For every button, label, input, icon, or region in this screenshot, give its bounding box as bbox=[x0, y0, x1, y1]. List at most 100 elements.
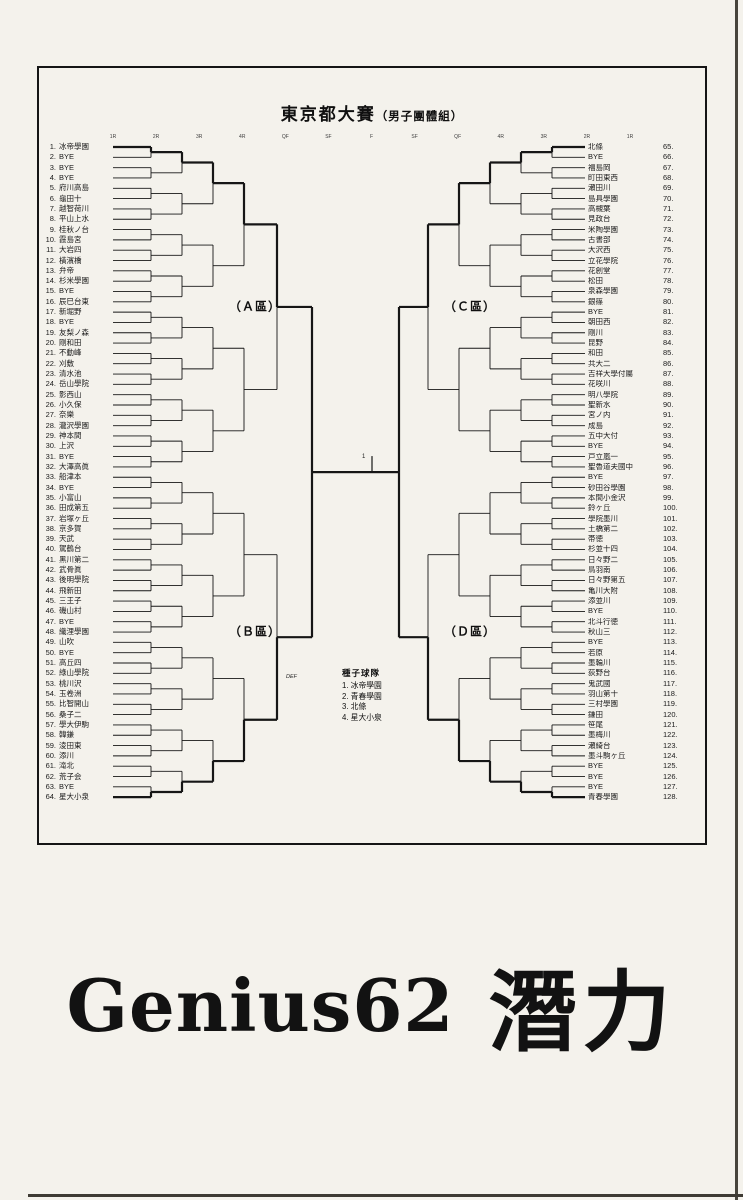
entry-number: 36. bbox=[45, 503, 56, 513]
entry-number: 14. bbox=[45, 276, 56, 286]
entry-number: 13. bbox=[45, 265, 56, 275]
bracket-entry: 41.黑川第二 bbox=[40, 555, 89, 564]
entry-name: 田成第五 bbox=[59, 503, 89, 513]
entry-number: 42. bbox=[45, 565, 56, 575]
entry-name: 米陶學園 bbox=[588, 225, 618, 234]
page-edge-bottom bbox=[28, 1194, 743, 1197]
entry-number: 39. bbox=[45, 534, 56, 544]
entry-name: 荒子会 bbox=[59, 771, 82, 781]
entry-number: 107. bbox=[663, 575, 678, 585]
bracket-entry: 3.BYE bbox=[40, 162, 75, 172]
entry-number: 102. bbox=[663, 523, 678, 533]
entry-number: 91. bbox=[663, 410, 674, 420]
entry-name: 花創堂 bbox=[588, 266, 611, 275]
entry-name: BYE bbox=[59, 162, 75, 172]
entry-number: 30. bbox=[45, 441, 56, 451]
entry-name: 見政台 bbox=[588, 215, 611, 224]
bracket-entry: 34.BYE bbox=[40, 482, 75, 492]
entry-number: 23. bbox=[45, 369, 56, 379]
bracket-entry: 11.大岩四 bbox=[40, 246, 81, 254]
entry-name: 瀬田川 bbox=[588, 184, 611, 193]
bracket-entry: 4.BYE bbox=[40, 173, 74, 182]
entry-name: 岳山學院 bbox=[59, 379, 89, 389]
entry-name: 上沢 bbox=[59, 441, 74, 451]
entry-name: 添川 bbox=[59, 750, 74, 760]
entry-name: 墨梅川 bbox=[588, 731, 611, 740]
bracket-entry: 25.影西山 bbox=[40, 390, 82, 399]
entry-number: 60. bbox=[45, 750, 56, 760]
seed-item: 4. 星大小泉 bbox=[342, 712, 382, 722]
bracket-entry: 63.BYE bbox=[40, 782, 74, 791]
entry-number: 123. bbox=[663, 740, 678, 750]
entry-name: BYE bbox=[59, 286, 75, 296]
entry-number: 33. bbox=[45, 472, 56, 482]
entry-name: 後明學院 bbox=[59, 575, 89, 585]
entry-number: 54. bbox=[45, 688, 56, 698]
chapter-title: 潛力 bbox=[488, 963, 677, 1062]
entry-number: 15. bbox=[45, 286, 56, 296]
bracket-entry: 28.瀧沢學園 bbox=[40, 420, 89, 430]
entry-name: 町田東西 bbox=[588, 173, 618, 182]
bracket-entry: 30.上沢 bbox=[40, 442, 74, 450]
entry-number: 48. bbox=[45, 627, 56, 637]
bracket-entry: 14.杉米學園 bbox=[40, 277, 89, 285]
bracket-entry: 29.神本間 bbox=[40, 431, 82, 440]
entry-name: 山吹 bbox=[59, 637, 74, 647]
bracket-entry: 51.高丘四 bbox=[40, 659, 82, 667]
entry-number: 114. bbox=[663, 647, 678, 657]
entry-number: 57. bbox=[45, 719, 56, 729]
entry-name: 三村學園 bbox=[588, 700, 618, 709]
entry-name: 清水池 bbox=[59, 369, 82, 379]
entry-number: 50. bbox=[45, 647, 56, 657]
entry-name: 天武 bbox=[59, 534, 74, 544]
entry-name: 岩塚ヶ丘 bbox=[59, 513, 89, 523]
entry-number: 28. bbox=[45, 420, 56, 430]
bracket-entry: 64.星大小泉 bbox=[40, 793, 89, 801]
entry-number: 93. bbox=[663, 430, 674, 440]
bracket-entry: 33.船津本 bbox=[40, 473, 82, 481]
seed-list: 種子球隊 1. 冰帝學園 2. 青春學園 3. 北條 4. 星大小泉 bbox=[342, 667, 438, 723]
entry-name: 昆野 bbox=[588, 339, 603, 348]
entry-number: 120. bbox=[663, 709, 678, 719]
entry-number: 49. bbox=[45, 637, 56, 647]
entry-number: 16. bbox=[45, 296, 56, 306]
entry-name: 帯徳 bbox=[588, 535, 603, 544]
entry-name: 添並川 bbox=[588, 597, 611, 606]
entry-number: 47. bbox=[45, 616, 56, 626]
entry-name: BYE bbox=[59, 482, 75, 492]
entry-number: 31. bbox=[45, 451, 56, 461]
bracket-entry: 1.冰帝學園 bbox=[40, 143, 89, 151]
bracket-entry: 48.織浬學園 bbox=[40, 628, 89, 636]
bracket-entry: 22.刈敷 bbox=[40, 359, 74, 368]
entry-number: 90. bbox=[663, 400, 674, 409]
entry-name: 大沢西 bbox=[588, 246, 611, 255]
entry-name: BYE bbox=[588, 607, 604, 616]
entry-number: 111. bbox=[663, 616, 677, 626]
entry-name: 辰巳台東 bbox=[59, 296, 89, 306]
entry-name: 星大小泉 bbox=[59, 792, 89, 802]
entry-number: 89. bbox=[663, 389, 674, 399]
entry-number: 87. bbox=[663, 369, 674, 379]
bracket-frame bbox=[37, 66, 707, 845]
entry-name: 高丘四 bbox=[59, 658, 82, 667]
bracket-entry: 54.玉卷洲 bbox=[40, 688, 82, 698]
entry-number: 34. bbox=[45, 482, 56, 492]
entry-name: BYE bbox=[588, 153, 604, 162]
entry-name: 墨斗駒ヶ丘 bbox=[588, 751, 626, 760]
entry-number: 80. bbox=[663, 296, 674, 306]
entry-name: 戸立嵐一 bbox=[588, 452, 618, 461]
entry-name: BYE bbox=[588, 782, 604, 791]
